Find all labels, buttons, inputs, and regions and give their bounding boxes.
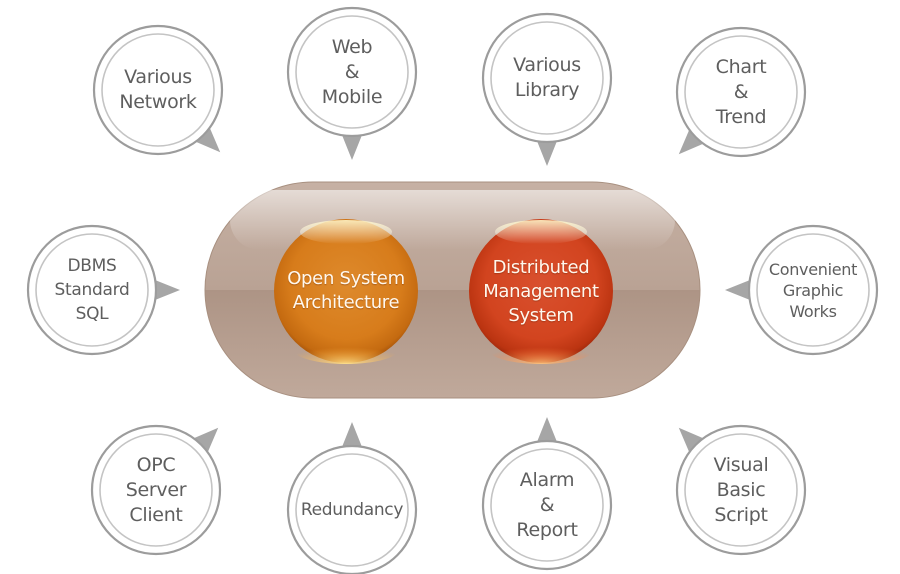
bubble-label-dbms-sql: DBMS Standard SQL	[54, 256, 130, 324]
distributed-management-system-node	[469, 219, 613, 364]
red-sphere-bottom-glow	[489, 336, 593, 364]
bubble-outer-ring	[286, 444, 418, 574]
pointer-arrow-icon	[188, 427, 219, 458]
bubble-label-various-network: Various Network	[119, 66, 197, 113]
bubble-label-chart-trend: Chart & Trend	[715, 55, 767, 128]
bubble-inner-ring	[295, 453, 409, 567]
bubble-label-web-mobile: Web & Mobile	[321, 35, 383, 108]
bubble-outer-ring	[481, 439, 613, 571]
orange-sphere	[274, 219, 418, 363]
feature-bubbles	[26, 6, 879, 574]
bubble-inner-ring	[756, 233, 870, 347]
bubble-label-convenient-graphic: Convenient Graphic Works	[768, 259, 858, 321]
bubble-inner-ring	[101, 33, 215, 147]
pointer-arrow-icon	[535, 136, 559, 166]
bubble-outer-ring	[26, 224, 158, 356]
open-system-architecture-node	[274, 219, 418, 364]
bubble-label-alarm-report: Alarm & Report	[516, 468, 578, 541]
bubble-outer-ring	[481, 12, 613, 144]
bubble-outer-ring	[747, 224, 879, 356]
bubble-inner-ring	[490, 448, 604, 562]
bubble-inner-ring	[99, 433, 213, 547]
red-sphere	[469, 219, 613, 363]
bubble-alarm-report	[481, 417, 613, 571]
pointer-arrow-icon	[678, 427, 709, 458]
bubble-dbms-sql	[26, 224, 180, 356]
bubble-label-redundancy: Redundancy	[300, 500, 404, 520]
bubble-chart-trend	[675, 26, 807, 158]
bubble-outer-ring	[90, 424, 222, 556]
bubble-opc-server-client	[90, 424, 222, 556]
pointer-arrow-icon	[678, 124, 709, 155]
pointer-arrow-icon	[535, 417, 559, 447]
bubble-label-visual-basic-script: Visual Basic Script	[713, 453, 769, 526]
bubble-visual-basic-script	[675, 424, 807, 556]
bubble-inner-ring	[684, 35, 798, 149]
bubble-outer-ring	[675, 26, 807, 158]
bubble-various-network	[92, 24, 224, 156]
bubble-outer-ring	[675, 424, 807, 556]
bubble-inner-ring	[295, 15, 409, 129]
bubble-various-library	[481, 12, 613, 166]
bubble-outer-ring	[286, 6, 418, 138]
bubble-convenient-graphic	[725, 224, 879, 356]
orange-sphere-bottom-glow	[294, 336, 398, 364]
bubble-inner-ring	[490, 21, 604, 135]
pointer-arrow-icon	[150, 278, 180, 302]
pointer-arrow-icon	[725, 278, 755, 302]
pointer-arrow-icon	[190, 122, 221, 153]
bubble-inner-ring	[35, 233, 149, 347]
bubble-outer-ring	[92, 24, 224, 156]
pointer-arrow-icon	[340, 422, 364, 452]
pointer-arrow-icon	[340, 130, 364, 160]
bubble-label-various-library: Various Library	[513, 54, 581, 101]
bubble-redundancy	[286, 422, 418, 574]
distributed-management-system-label: Distributed Management System	[483, 257, 599, 326]
bubble-web-mobile	[286, 6, 418, 160]
red-sphere-top-gloss	[495, 220, 587, 244]
bubble-label-opc-server-client: OPC Server Client	[125, 453, 187, 526]
orange-sphere-top-gloss	[300, 220, 392, 244]
bubble-inner-ring	[684, 433, 798, 547]
open-system-architecture-label: Open System Architecture	[287, 268, 405, 313]
